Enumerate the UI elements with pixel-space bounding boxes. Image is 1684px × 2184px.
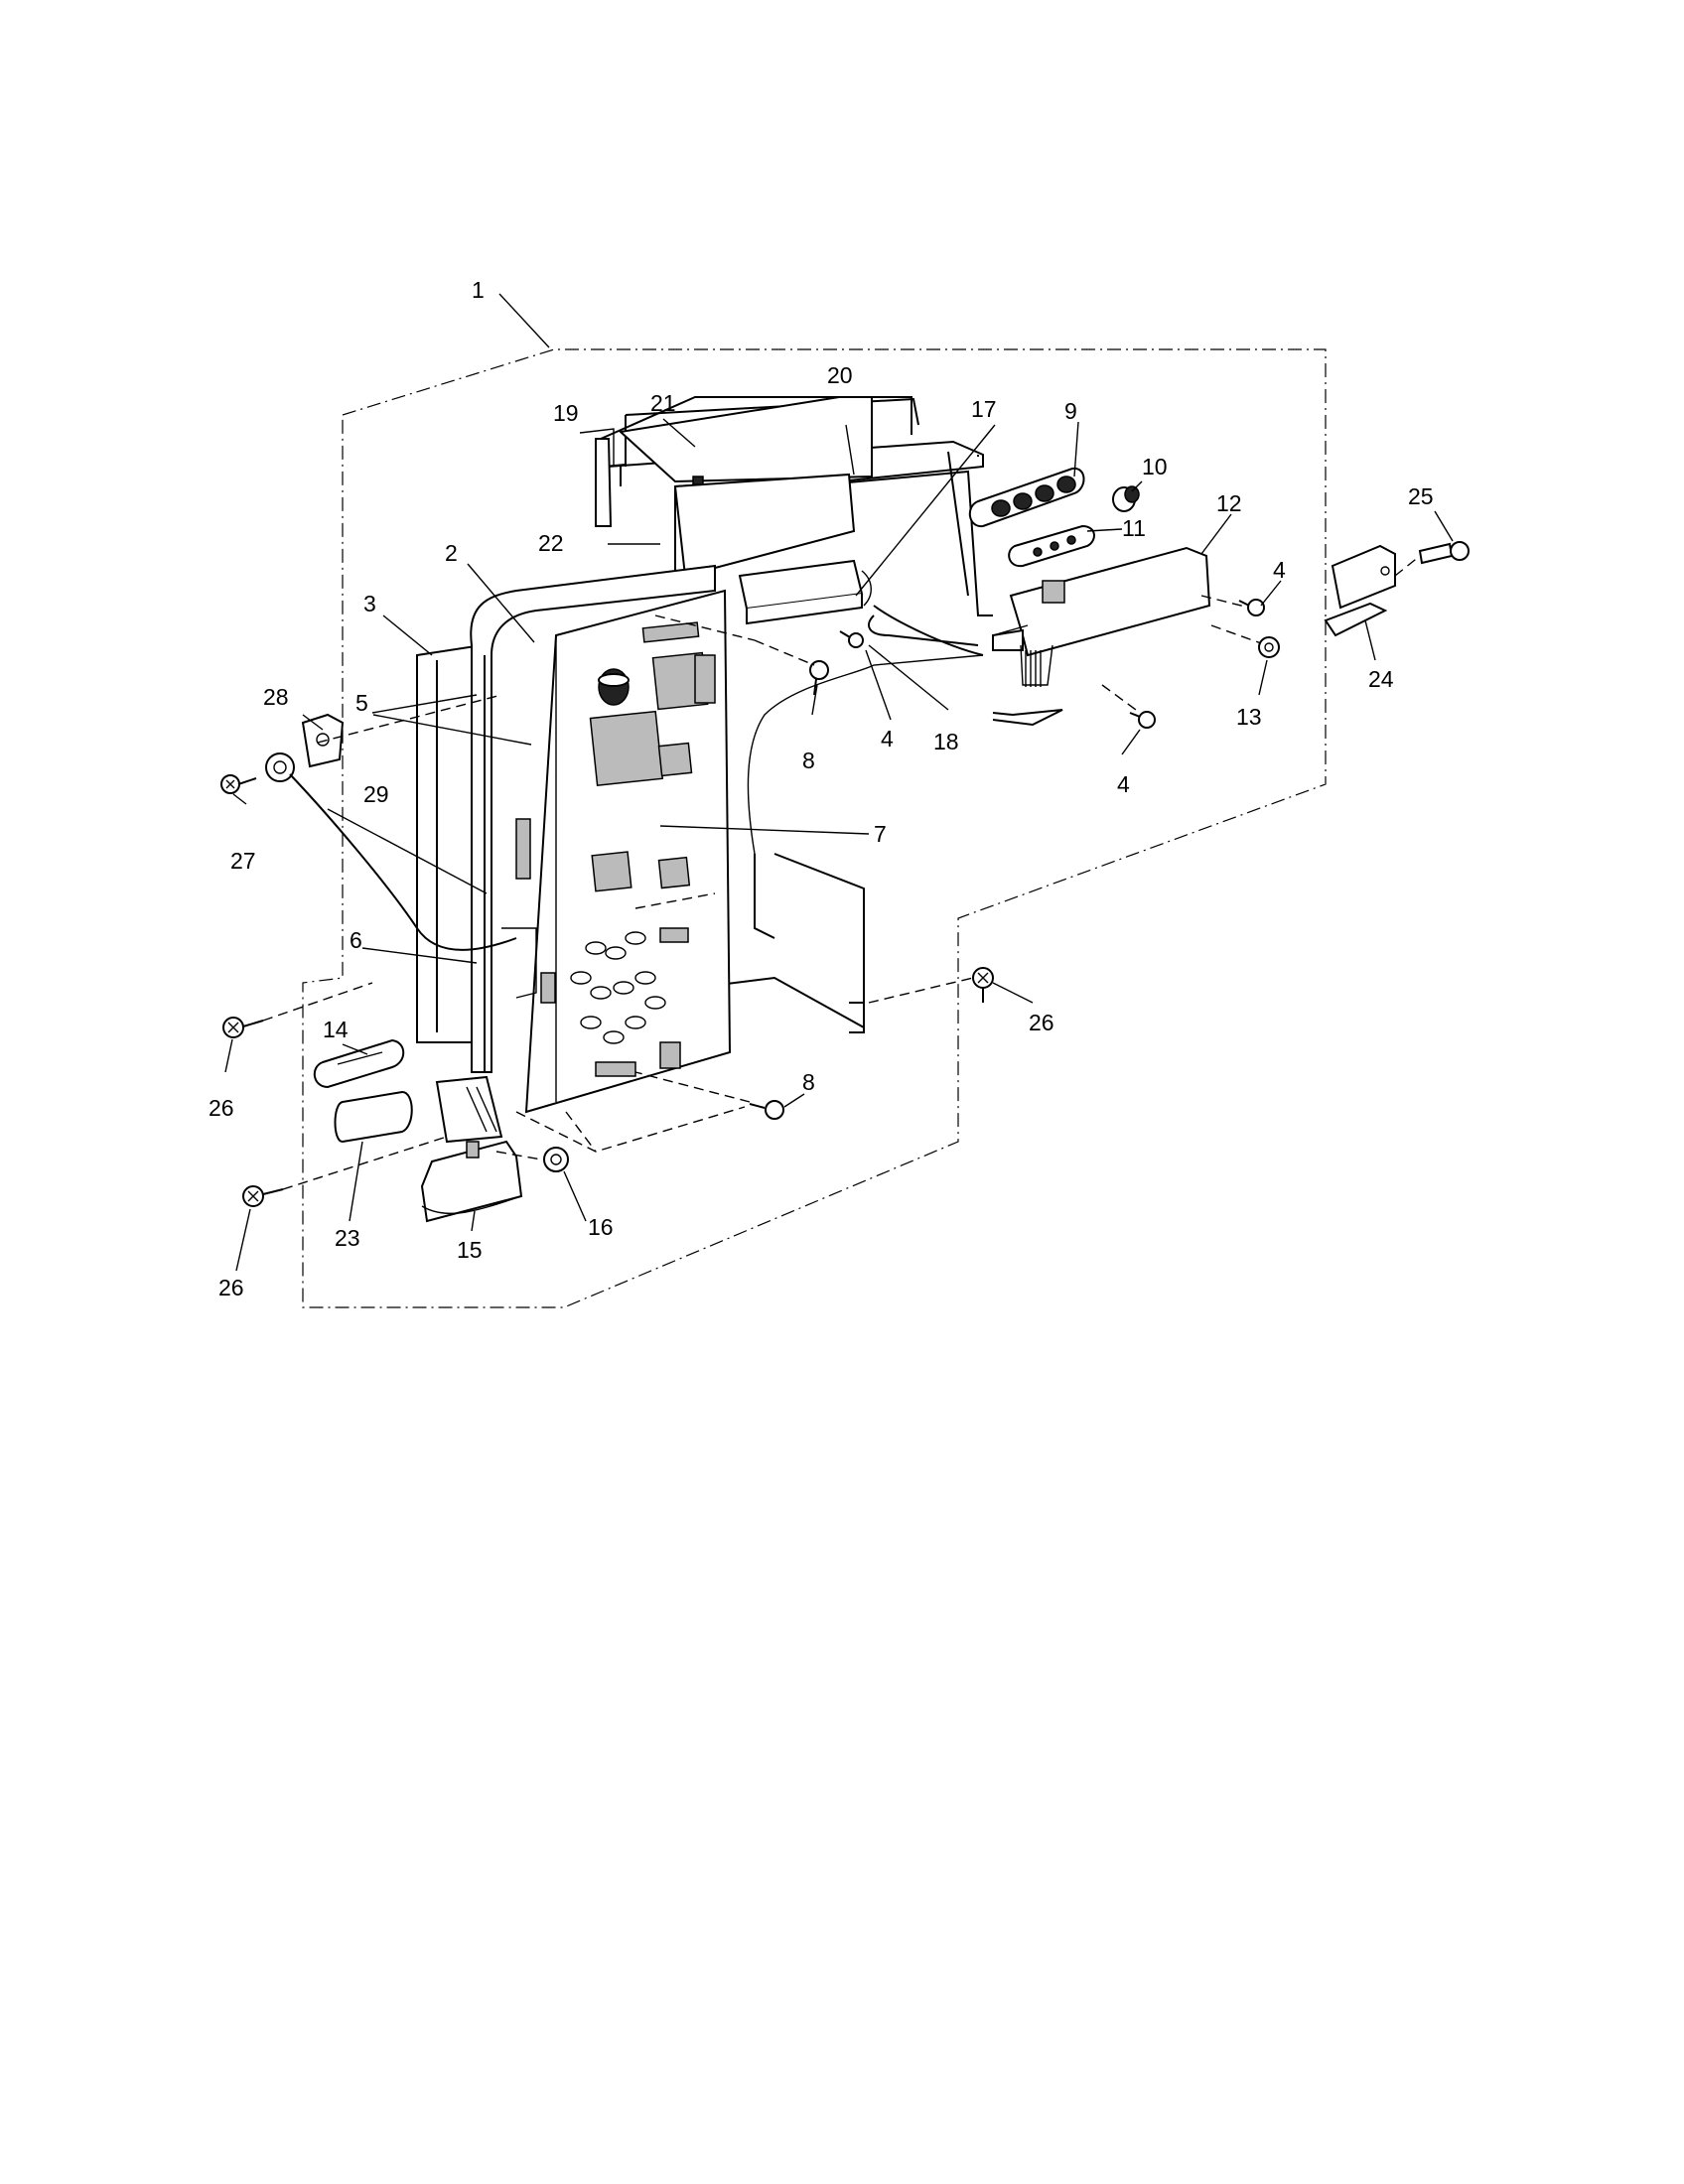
bracket-12	[992, 546, 1211, 687]
pad-23	[334, 1090, 413, 1144]
callout-29: 29	[363, 781, 389, 807]
hinge-24	[1324, 544, 1396, 637]
display-plate-top	[618, 396, 873, 483]
callout-6: 6	[350, 927, 362, 953]
callout-28: 28	[263, 684, 289, 710]
callout-15: 15	[457, 1237, 483, 1263]
callout-2: 2	[445, 540, 458, 566]
callout-23: 23	[335, 1225, 360, 1251]
inverter-box	[738, 559, 872, 625]
callout-27: 27	[230, 848, 256, 874]
display-bar	[692, 476, 704, 485]
main-pcb	[515, 589, 732, 1114]
clip-16	[543, 1147, 569, 1172]
knob-10	[1112, 485, 1140, 512]
callout-24: 24	[1368, 666, 1394, 692]
callout-5: 5	[355, 690, 368, 716]
callout-26c: 26	[218, 1275, 244, 1300]
callout-26a: 26	[209, 1095, 234, 1121]
callout-21: 21	[650, 390, 676, 416]
screw-26-left	[222, 1017, 264, 1038]
callout-1: 1	[472, 277, 485, 303]
callout-3: 3	[363, 591, 376, 616]
keypad-9	[968, 467, 1085, 528]
callout-18: 18	[933, 729, 959, 754]
callout-13: 13	[1236, 704, 1262, 730]
screw-4-lower	[1129, 711, 1156, 729]
callout-25: 25	[1408, 483, 1434, 509]
callout-4b: 4	[1273, 557, 1286, 583]
callout-12: 12	[1216, 490, 1242, 516]
display-lens	[673, 473, 856, 578]
screw-27	[220, 774, 257, 794]
button-pad-11	[1008, 524, 1095, 568]
screw-25	[1418, 541, 1470, 565]
screw-26-right	[972, 967, 994, 1003]
callout-17: 17	[971, 396, 997, 422]
screw-4-right	[1238, 599, 1265, 616]
screw-8-top	[809, 660, 829, 696]
callout-8a: 8	[802, 748, 815, 773]
washer-13	[1258, 636, 1280, 658]
callout-26b: 26	[1029, 1010, 1054, 1035]
callout-4c: 4	[1117, 771, 1130, 797]
callout-9: 9	[1064, 398, 1077, 424]
callout-11: 11	[1122, 515, 1146, 541]
display-plate-outline	[600, 396, 912, 440]
rear-frame	[607, 440, 1063, 1033]
ground-wire-29	[265, 752, 537, 999]
assembly-boundary	[302, 348, 1327, 1308]
alignment-lines	[262, 555, 1421, 1190]
callout-20: 20	[827, 362, 853, 388]
callout-22: 22	[538, 530, 564, 556]
bracket-14	[313, 1038, 405, 1089]
callout-4a: 4	[881, 726, 894, 751]
leader-lines	[224, 293, 1454, 1272]
speaker-15	[420, 1140, 523, 1223]
callout-19: 19	[553, 400, 579, 426]
callout-16: 16	[588, 1214, 614, 1240]
callout-14: 14	[323, 1017, 349, 1042]
callout-10: 10	[1142, 454, 1168, 479]
callout-8b: 8	[802, 1069, 815, 1095]
callout-7: 7	[874, 821, 887, 847]
screw-4-mid	[839, 630, 864, 648]
screw-8-bottom	[749, 1100, 784, 1120]
screw-26-bottom	[242, 1185, 284, 1207]
